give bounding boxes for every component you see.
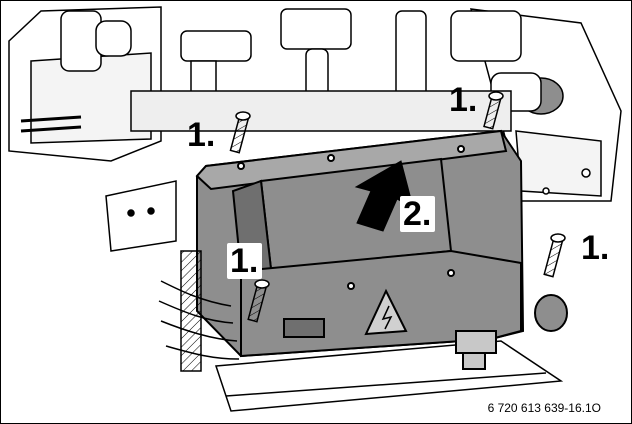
top-pump: [280, 8, 352, 50]
pipe-elbow: [95, 20, 132, 57]
step-label-screw-right: 1.: [581, 229, 610, 267]
screws: [229, 91, 566, 323]
left-slot: [20, 125, 82, 133]
module-screw-hole: [447, 269, 455, 277]
screw-bottom-left: [247, 279, 270, 323]
figure-code: 6 720 613 639-16.1O: [487, 401, 601, 415]
right-hole: [542, 187, 550, 195]
cable-clamp: [180, 250, 202, 372]
pipe-fitting: [60, 10, 102, 72]
left-bracket: [105, 180, 177, 252]
valve-block: [180, 30, 252, 62]
right-grommet: [534, 294, 568, 332]
pipework: [60, 8, 564, 132]
mounting-clip: [455, 330, 497, 354]
step-label-screw-bottom-left: 1.: [227, 243, 263, 279]
left-slot: [20, 115, 82, 123]
right-inner-panel: [515, 130, 602, 197]
module-screw-hole: [327, 154, 335, 162]
burner-rail: [130, 90, 512, 132]
module-screw-hole: [347, 282, 355, 290]
cable-bundle: [158, 250, 240, 372]
bracket-hole: [127, 209, 135, 217]
module-slot: [283, 318, 325, 338]
tray-edge: [225, 372, 547, 397]
step-label-lift: 2.: [400, 196, 436, 232]
screw-top-right: [483, 91, 504, 130]
vertical-pipe: [395, 10, 427, 102]
module-top-face: [195, 129, 508, 191]
cable: [165, 345, 240, 360]
lightning-bolt-icon: [381, 305, 393, 330]
mounting-clip-tab: [462, 352, 486, 370]
screw-top-left: [229, 111, 251, 154]
step-label-screw-top-right: 1.: [449, 81, 478, 119]
module-screw-hole: [237, 162, 245, 170]
step-label-screw-top-left: 1.: [187, 116, 216, 154]
screw-right: [543, 233, 566, 278]
top-right-fitting: [450, 10, 522, 62]
module-screw-hole: [457, 145, 465, 153]
right-hole: [581, 168, 591, 178]
bracket-hole: [147, 207, 155, 215]
lift-arrow: [354, 160, 414, 232]
